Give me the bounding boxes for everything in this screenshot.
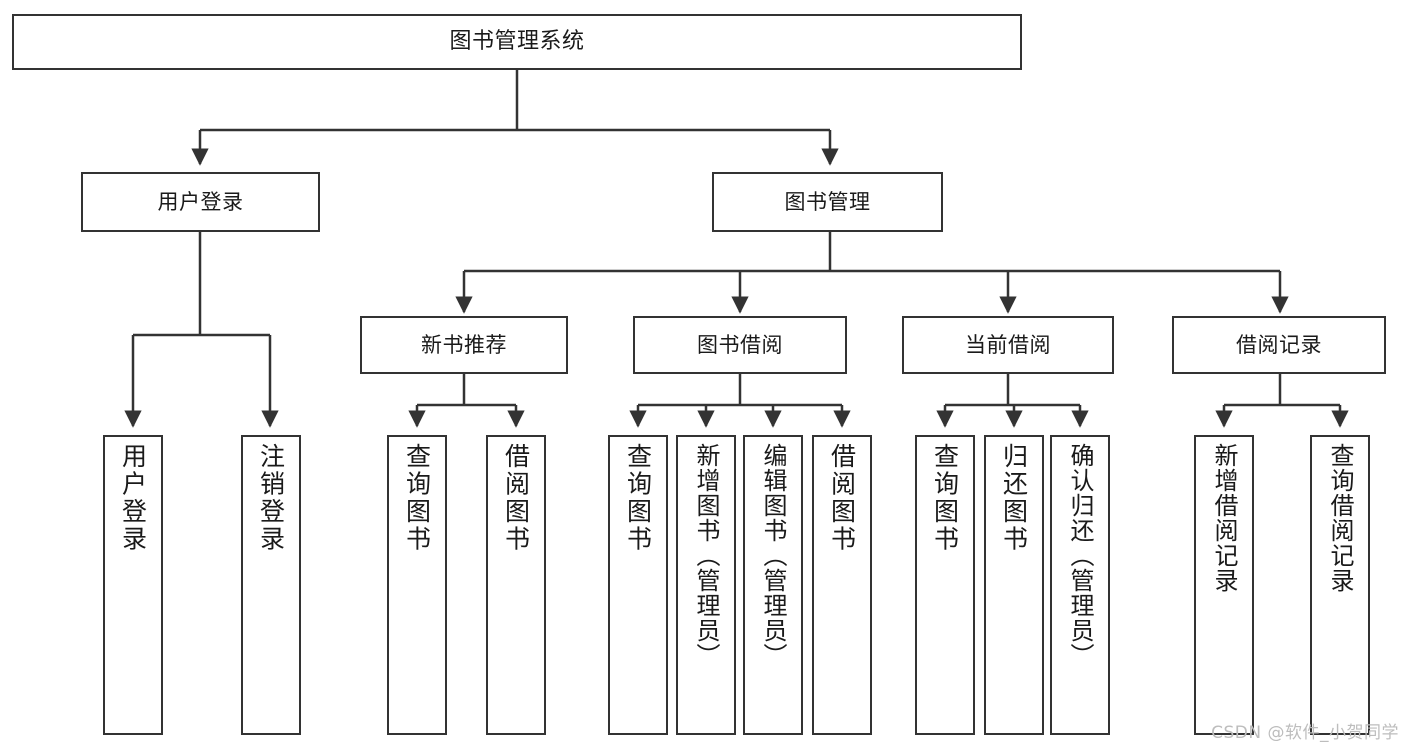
leaf-borrow-book-new-recommend[interactable]: 借阅图书	[486, 435, 546, 735]
csdn-watermark: CSDN @软件_小贺同学	[1211, 723, 1399, 743]
node-root-book-management-system[interactable]: 图书管理系统	[12, 14, 1022, 70]
node-label: 查询图书	[402, 443, 432, 553]
node-book-management[interactable]: 图书管理	[712, 172, 943, 232]
leaf-query-book-current[interactable]: 查询图书	[915, 435, 975, 735]
leaf-edit-book-admin[interactable]: 编辑图书（管理员）	[743, 435, 803, 735]
node-borrow-record[interactable]: 借阅记录	[1172, 316, 1386, 374]
node-label: 查询借阅记录	[1326, 443, 1354, 593]
leaf-query-book-new-recommend[interactable]: 查询图书	[387, 435, 447, 735]
node-label: 新增借阅记录	[1210, 443, 1238, 593]
node-label: 查询图书	[930, 443, 960, 553]
node-label: 借阅记录	[1236, 332, 1322, 357]
node-label: 图书管理系统	[449, 29, 585, 55]
node-label: 借阅图书	[501, 443, 531, 553]
node-label: 借阅图书	[827, 443, 857, 553]
leaf-return-book[interactable]: 归还图书	[984, 435, 1044, 735]
node-label: 当前借阅	[965, 332, 1051, 357]
node-new-book-recommend[interactable]: 新书推荐	[360, 316, 568, 374]
node-user-login[interactable]: 用户登录	[81, 172, 320, 232]
leaf-add-book-admin[interactable]: 新增图书（管理员）	[676, 435, 736, 735]
node-current-borrow[interactable]: 当前借阅	[902, 316, 1114, 374]
node-label: 查询图书	[623, 443, 653, 553]
node-label: 用户登录	[118, 443, 148, 553]
node-label: 新增图书（管理员）	[692, 443, 720, 668]
node-label: 编辑图书（管理员）	[759, 443, 787, 668]
leaf-add-borrow-record[interactable]: 新增借阅记录	[1194, 435, 1254, 735]
leaf-user-logout[interactable]: 注销登录	[241, 435, 301, 735]
leaf-confirm-return-admin[interactable]: 确认归还（管理员）	[1050, 435, 1110, 735]
node-book-borrow[interactable]: 图书借阅	[633, 316, 847, 374]
node-label: 确认归还（管理员）	[1066, 443, 1094, 668]
leaf-query-book-borrow[interactable]: 查询图书	[608, 435, 668, 735]
node-label: 图书借阅	[697, 332, 783, 357]
node-label: 新书推荐	[421, 332, 507, 357]
leaf-borrow-book-borrow[interactable]: 借阅图书	[812, 435, 872, 735]
leaf-query-borrow-record[interactable]: 查询借阅记录	[1310, 435, 1370, 735]
node-label: 用户登录	[157, 189, 244, 214]
leaf-user-login[interactable]: 用户登录	[103, 435, 163, 735]
node-label: 图书管理	[784, 189, 871, 214]
node-label: 注销登录	[256, 443, 286, 553]
node-label: 归还图书	[999, 443, 1029, 553]
